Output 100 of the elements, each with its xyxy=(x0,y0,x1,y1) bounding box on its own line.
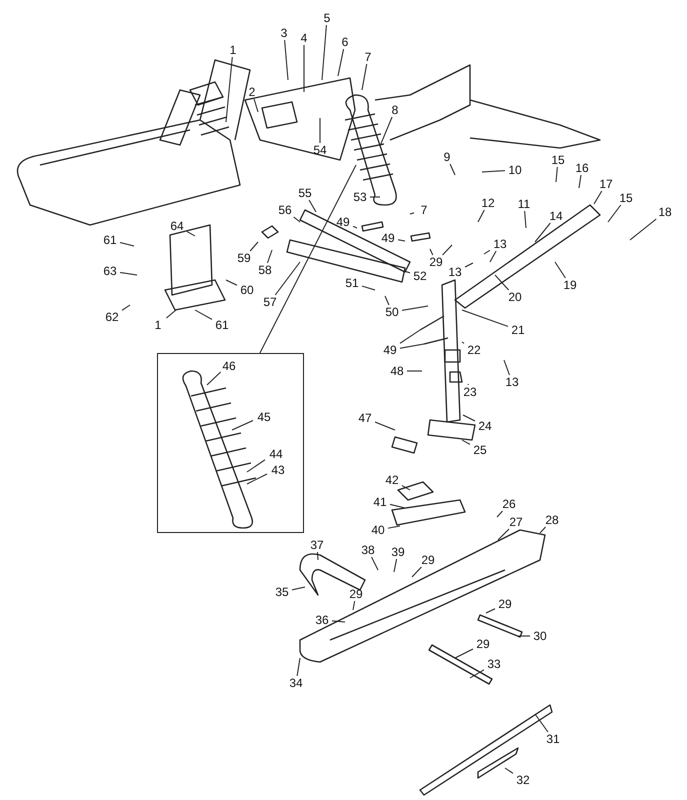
leader-line xyxy=(496,510,504,518)
callout-number: 53 xyxy=(350,190,370,204)
callout-number: 49 xyxy=(378,231,398,245)
leader-line xyxy=(630,218,657,240)
callout-number: 13 xyxy=(490,237,510,251)
callout-number: 23 xyxy=(460,385,480,399)
callout-number: 14 xyxy=(546,209,566,223)
leader-line xyxy=(504,360,510,376)
leader-line xyxy=(400,344,424,349)
callout-number: 34 xyxy=(286,676,306,690)
callout-number: 49 xyxy=(380,343,400,357)
callout-number: 40 xyxy=(368,523,388,537)
callout-number: 8 xyxy=(385,103,405,117)
callout-number: 55 xyxy=(295,186,315,200)
callout-number: 17 xyxy=(596,177,616,191)
leader-line xyxy=(454,648,474,658)
callout-number: 1 xyxy=(223,43,243,57)
callout-number: 57 xyxy=(260,295,280,309)
callout-number: 41 xyxy=(370,495,390,509)
callout-number: 54 xyxy=(310,143,330,157)
leader-line xyxy=(394,558,398,572)
leader-line xyxy=(462,414,476,422)
callout-number: 2 xyxy=(242,85,262,99)
leader-line xyxy=(316,552,318,560)
leader-line xyxy=(412,566,422,578)
leader-line xyxy=(406,370,422,372)
callout-number: 5 xyxy=(317,11,337,25)
callout-number: 4 xyxy=(294,31,314,45)
leader-line xyxy=(122,304,130,311)
leader-line xyxy=(462,440,470,445)
callout-number: 45 xyxy=(254,410,274,424)
callout-number: 13 xyxy=(445,265,465,279)
leader-line xyxy=(482,170,506,172)
callout-number: 64 xyxy=(167,219,187,233)
leader-line xyxy=(254,98,258,112)
callout-number: 56 xyxy=(275,203,295,217)
leader-line xyxy=(398,239,406,242)
leader-line xyxy=(608,204,622,222)
leader-line xyxy=(186,231,196,236)
callout-number: 15 xyxy=(548,153,568,167)
leader-line xyxy=(232,420,254,430)
callout-number: 30 xyxy=(530,629,550,643)
leader-line xyxy=(464,262,474,268)
leader-line xyxy=(578,174,582,188)
leader-line xyxy=(380,116,393,146)
callout-number: 51 xyxy=(342,276,362,290)
callout-number: 59 xyxy=(234,251,254,265)
callout-number: 32 xyxy=(513,773,533,787)
callout-number: 12 xyxy=(478,196,498,210)
leader-line xyxy=(484,250,490,254)
callout-number: 29 xyxy=(426,255,446,269)
leader-line xyxy=(442,244,452,256)
leader-line xyxy=(194,310,212,320)
leader-line xyxy=(478,210,485,222)
callout-number: 26 xyxy=(499,497,519,511)
leader-line xyxy=(410,212,414,214)
leader-line xyxy=(292,586,306,590)
leader-line xyxy=(259,164,356,354)
callout-number: 60 xyxy=(237,283,257,297)
leader-line xyxy=(120,242,134,246)
leader-line xyxy=(322,24,327,80)
callout-number: 3 xyxy=(274,26,294,40)
leader-line xyxy=(534,714,548,732)
callout-number: 24 xyxy=(475,419,495,433)
leader-line xyxy=(402,485,410,490)
leader-line xyxy=(534,222,551,242)
callout-number: 16 xyxy=(572,161,592,175)
leader-line xyxy=(332,620,346,622)
callout-number: 58 xyxy=(255,263,275,277)
callout-number: 62 xyxy=(102,310,122,324)
leader-line xyxy=(594,190,602,204)
callout-number: 28 xyxy=(542,513,562,527)
callout-number: 7 xyxy=(358,50,378,64)
leader-line xyxy=(402,306,428,311)
leader-line xyxy=(470,669,484,678)
callout-number: 43 xyxy=(268,463,288,477)
callout-number: 22 xyxy=(464,343,484,357)
callout-number: 36 xyxy=(312,613,332,627)
callout-number: 33 xyxy=(484,657,504,671)
leader-line xyxy=(226,280,238,286)
leader-line xyxy=(370,196,380,198)
callout-number: 47 xyxy=(355,411,375,425)
callout-number: 19 xyxy=(560,278,580,292)
leader-line xyxy=(296,658,300,676)
leader-line xyxy=(524,210,526,228)
callout-number: 29 xyxy=(473,637,493,651)
callout-number: 63 xyxy=(100,264,120,278)
callout-number: 61 xyxy=(212,318,232,332)
leader-line xyxy=(384,296,390,306)
leader-line xyxy=(338,48,344,76)
callout-number: 10 xyxy=(505,163,525,177)
callout-number: 29 xyxy=(418,553,438,567)
leader-line xyxy=(308,200,316,212)
callout-number: 39 xyxy=(388,545,408,559)
leader-line xyxy=(266,250,272,264)
leader-line xyxy=(462,310,508,327)
leader-line xyxy=(540,526,546,534)
leader-line xyxy=(554,262,566,278)
leader-line xyxy=(362,286,376,290)
callout-number: 50 xyxy=(382,305,402,319)
